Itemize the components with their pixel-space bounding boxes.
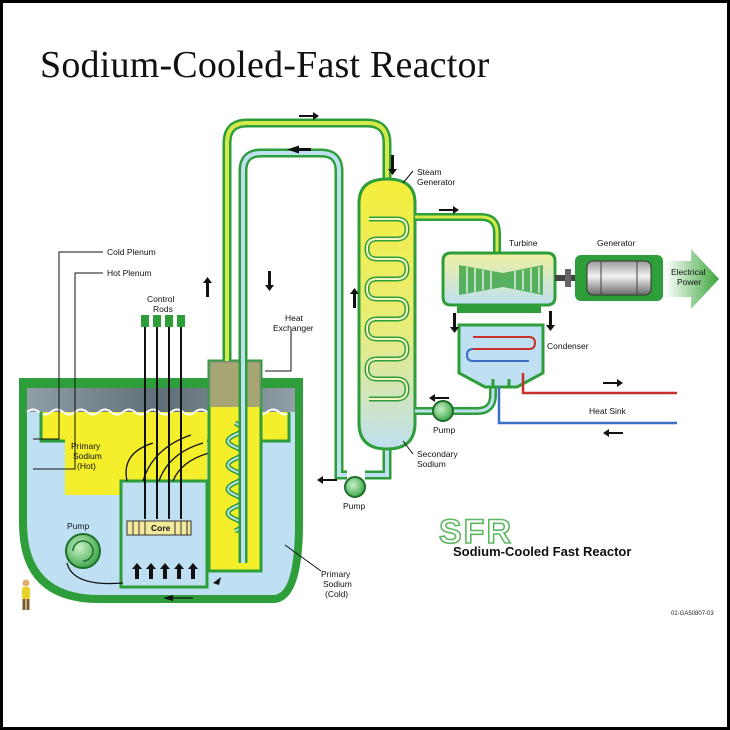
steam-generator-label-1: Steam — [417, 167, 442, 177]
core-flow-arrows — [132, 563, 198, 579]
sfr-logo: SFR Sodium-Cooled Fast Reactor — [438, 512, 631, 559]
turbine-label: Turbine — [509, 238, 538, 248]
secondary-sodium-label-1: Secondary — [417, 449, 458, 459]
steam-generator — [357, 177, 417, 451]
electrical-power-label-1: Electrical — [671, 267, 706, 277]
secondary-pump — [344, 476, 366, 498]
cold-plenum-label: Cold Plenum — [107, 247, 156, 257]
primary-hot-label-2: Sodium — [73, 451, 102, 461]
sfr-subtitle: Sodium-Cooled Fast Reactor — [453, 544, 631, 559]
core-label: Core — [151, 523, 171, 533]
primary-cold-label-3: (Cold) — [325, 589, 348, 599]
feedwater-pump-label: Pump — [433, 425, 455, 435]
condenser-label: Condenser — [547, 341, 589, 351]
primary-cold-label-1: Primary — [321, 569, 351, 579]
generator-label: Generator — [597, 238, 635, 248]
control-rods — [141, 315, 185, 519]
feedwater-pump — [432, 400, 454, 422]
figure-code: 02-GA50807-03 — [671, 611, 714, 617]
steam-water-loop — [415, 213, 501, 415]
shaft-coupling — [565, 269, 571, 287]
person-figure — [22, 579, 30, 610]
primary-cold-label-2: Sodium — [323, 579, 352, 589]
steam-generator-label-2: Generator — [417, 177, 455, 187]
page-title: Sodium-Cooled-Fast Reactor — [40, 44, 490, 86]
reactor-pump-label: Pump — [67, 521, 89, 531]
heat-exchanger-label-2: Exchanger — [273, 323, 314, 333]
hot-plenum-label: Hot Plenum — [107, 268, 151, 278]
heat-sink-lines — [497, 373, 677, 425]
sfr-acronym: SFR — [439, 513, 513, 551]
leader-lines — [33, 170, 414, 572]
control-rods-label-1: Control — [147, 294, 175, 304]
secondary-pump-label: Pump — [343, 501, 365, 511]
primary-hot-label-3: (Hot) — [77, 461, 96, 471]
reactor-pump — [65, 533, 124, 585]
secondary-sodium-label-2: Sodium — [417, 459, 446, 469]
primary-hot-label-1: Primary — [71, 441, 101, 451]
reactor-diagram: Core — [19, 112, 719, 617]
electrical-power-arrow — [665, 249, 719, 309]
electrical-power-label-2: Power — [677, 277, 701, 287]
heat-exchanger-label-1: Heat — [285, 313, 304, 323]
secondary-loop-pipes — [222, 118, 392, 563]
diagram-canvas: Sodium-Cooled-Fast Reactor — [3, 3, 727, 727]
flow-direction-arrows — [203, 112, 623, 484]
control-rods-label-2: Rods — [153, 304, 173, 314]
condenser — [457, 323, 545, 389]
generator — [575, 255, 663, 301]
turbine — [441, 251, 557, 313]
heat-sink-label: Heat Sink — [589, 406, 627, 416]
heat-exchanger — [207, 359, 263, 573]
